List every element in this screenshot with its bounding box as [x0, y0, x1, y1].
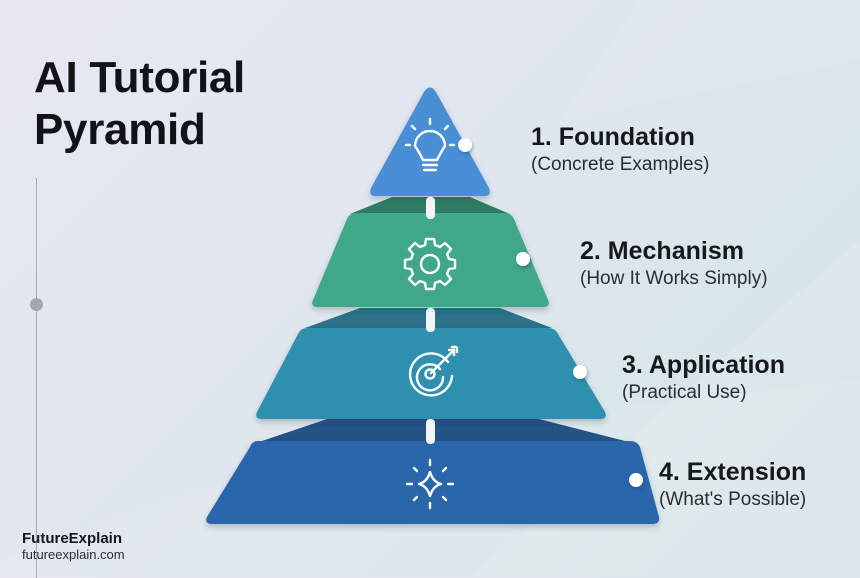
tier-4-label: 4. Extension (What's Possible) — [659, 457, 806, 512]
tier-2-label: 2. Mechanism (How It Works Simply) — [580, 236, 768, 291]
vertical-rail — [36, 178, 37, 578]
sparkle-icon — [405, 458, 455, 510]
page-title: AI Tutorial Pyramid — [34, 52, 245, 156]
target-arrow-icon — [408, 345, 459, 397]
tier-1-subtitle: (Concrete Examples) — [531, 154, 710, 175]
tier-2-subtitle: (How It Works Simply) — [580, 268, 768, 289]
lightbulb-icon — [404, 117, 456, 172]
tier-connectors — [426, 197, 435, 444]
title-line-2: Pyramid — [34, 105, 206, 154]
brand-url: futureexplain.com — [22, 547, 125, 562]
tier-3-subtitle: (Practical Use) — [622, 382, 747, 403]
tier-4-extension — [206, 418, 660, 524]
tier-1-dot — [458, 138, 472, 152]
tier-2-heading: 2. Mechanism — [580, 237, 744, 265]
tier-3-dot — [573, 365, 587, 379]
brand-name: FutureExplain — [22, 530, 123, 547]
gear-icon — [403, 237, 457, 291]
title-line-1: AI Tutorial — [34, 53, 245, 102]
rail-knob — [30, 298, 43, 311]
tier-4-heading: 4. Extension — [659, 458, 807, 486]
tier-1-heading: 1. Foundation — [531, 123, 695, 151]
tier-1-label: 1. Foundation (Concrete Examples) — [531, 122, 709, 177]
tier-2-dot — [516, 252, 530, 266]
tier-4-dot — [629, 473, 643, 487]
tier-3-heading: 3. Application — [622, 351, 785, 379]
label-dots — [458, 138, 643, 487]
tier-1-foundation — [370, 87, 490, 196]
tier-3-label: 3. Application (Practical Use) — [622, 350, 785, 405]
tier-4-subtitle: (What's Possible) — [659, 489, 807, 510]
brand-block: FutureExplain futureexplain.com — [22, 530, 125, 563]
